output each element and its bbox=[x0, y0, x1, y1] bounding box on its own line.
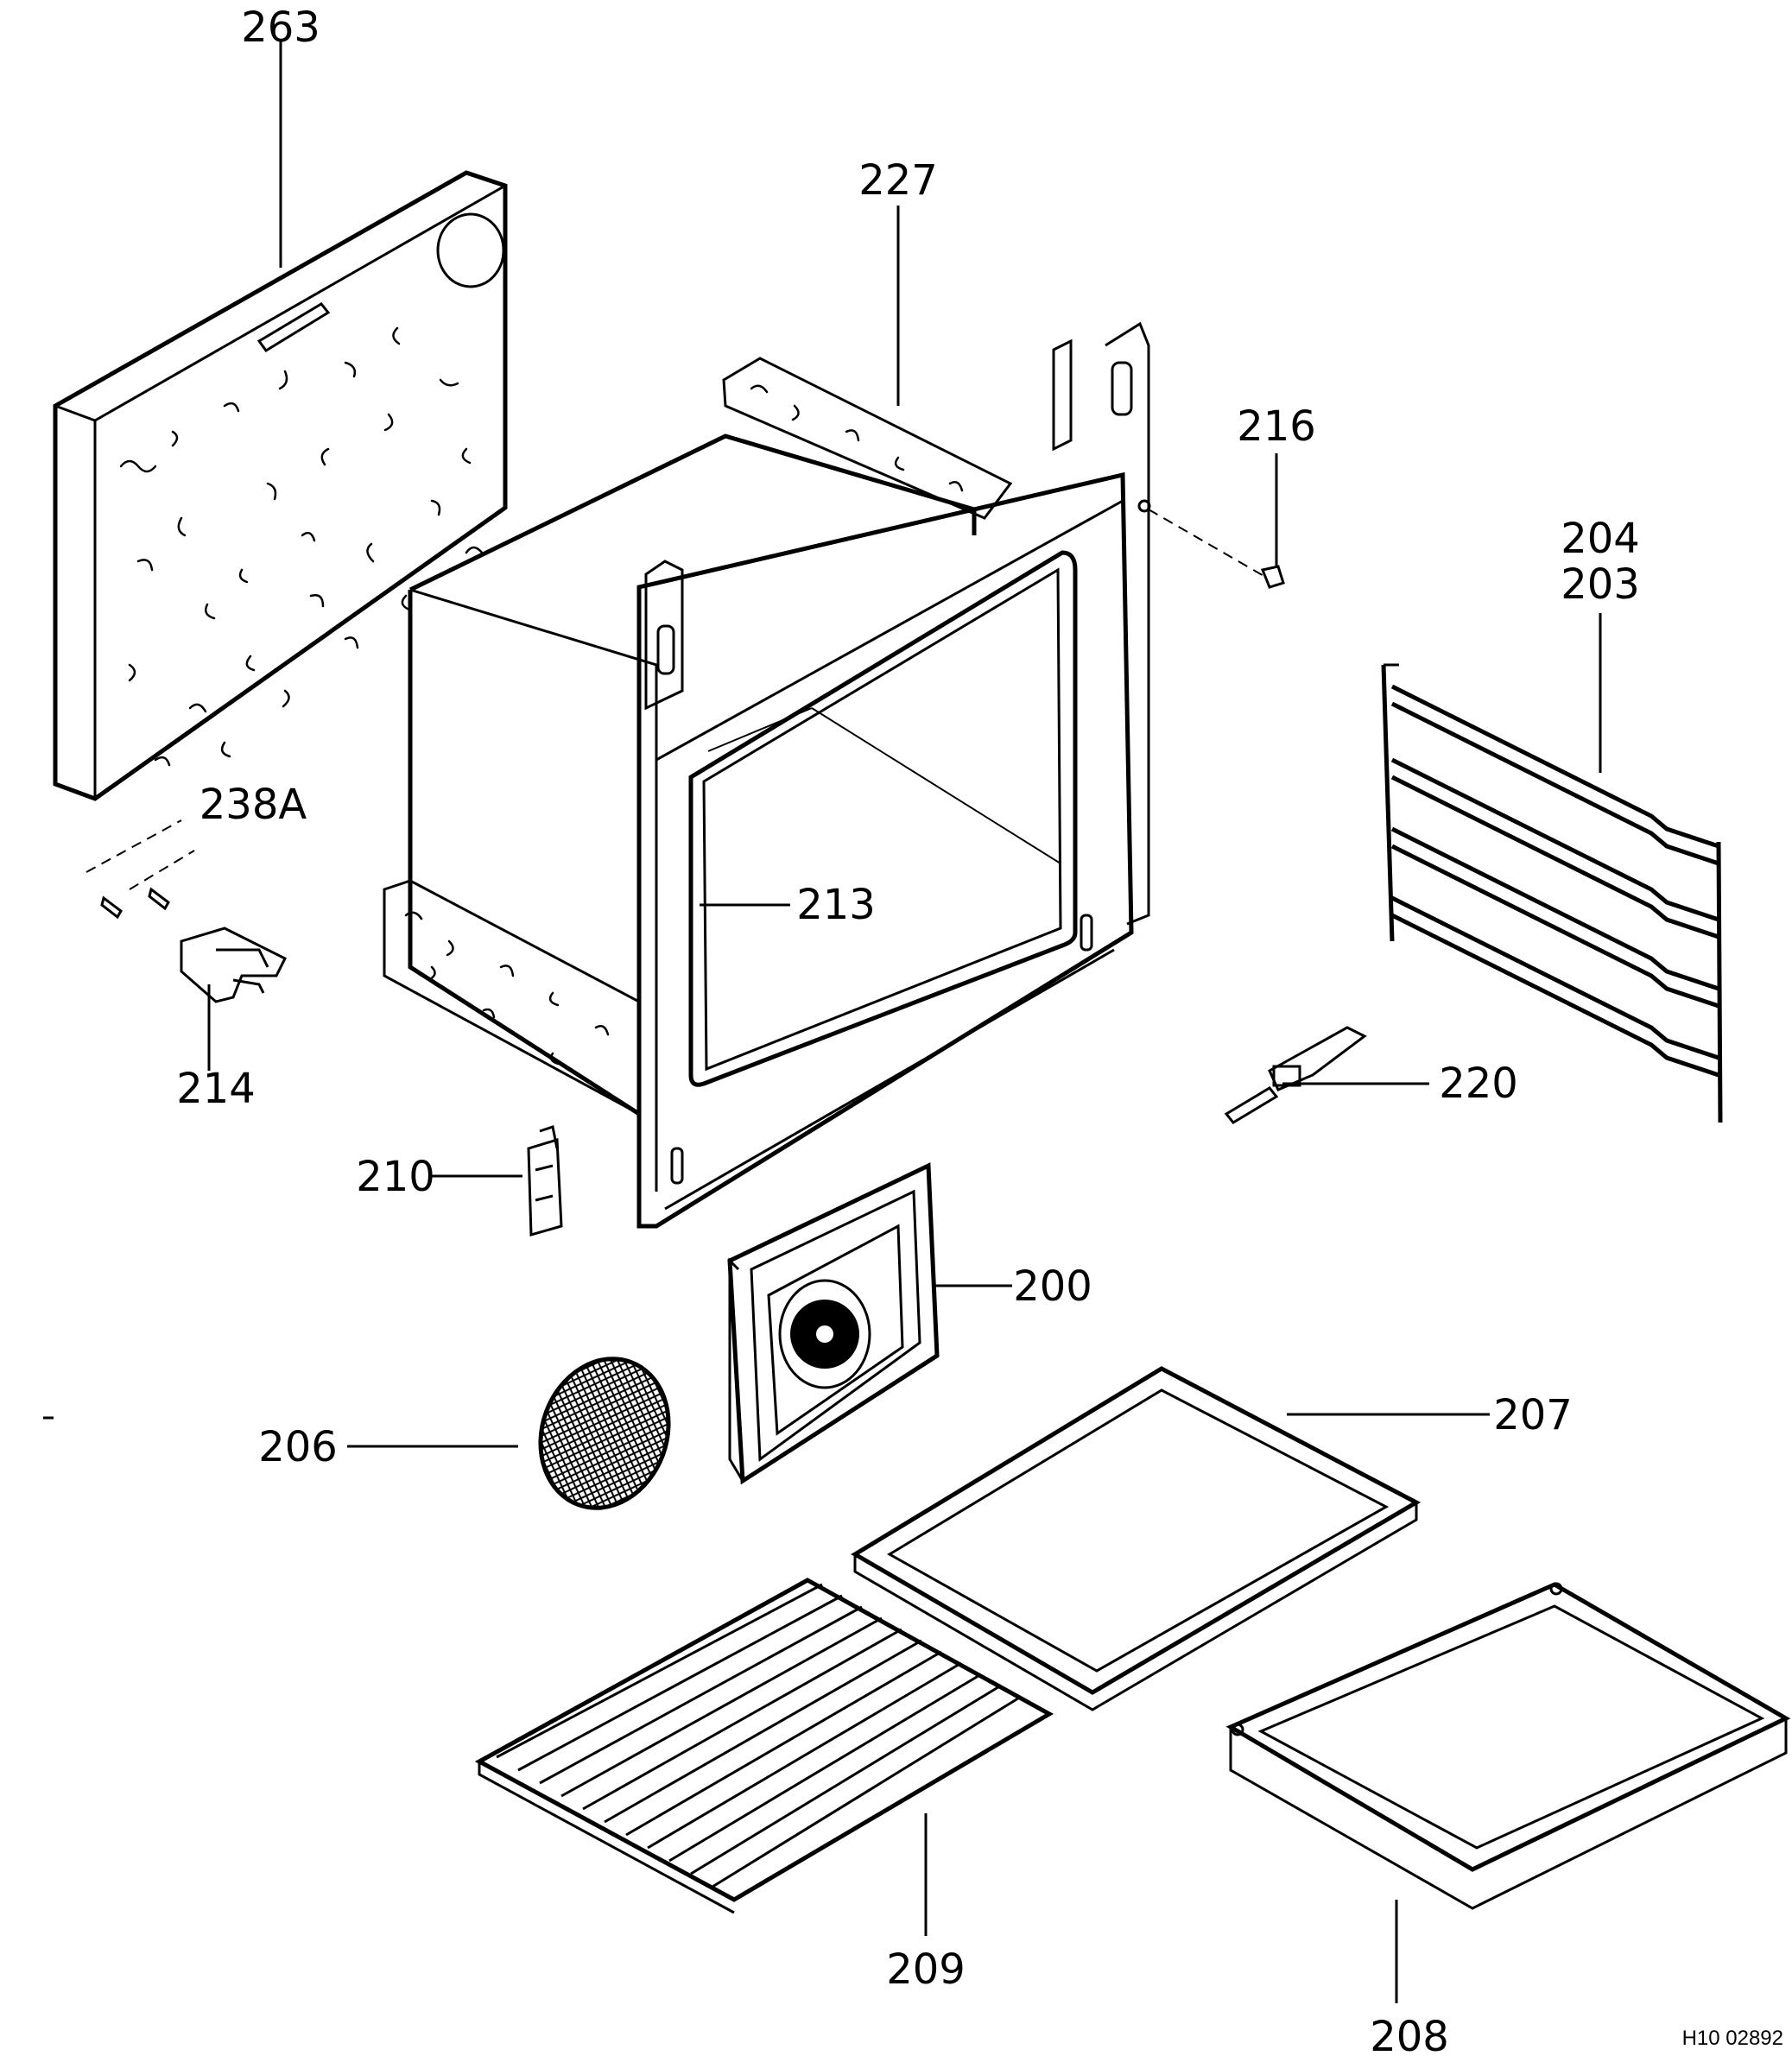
label-208: 208 bbox=[1370, 2013, 1449, 2061]
label-209: 209 bbox=[886, 1945, 966, 1994]
label-213: 213 bbox=[796, 881, 876, 929]
label-220: 220 bbox=[1439, 1059, 1518, 1108]
label-263: 263 bbox=[241, 3, 320, 52]
wire-shelf-209 bbox=[474, 1578, 1054, 1914]
label-210: 210 bbox=[356, 1153, 435, 1201]
deep-tray-208 bbox=[1225, 1582, 1791, 1910]
drawing-reference: H10 02892 bbox=[1682, 2027, 1783, 2050]
fixing-screws-238A bbox=[85, 819, 195, 920]
part-labels: 263 227 216 204 203 238A 213 214 220 210… bbox=[176, 3, 1783, 2061]
label-214: 214 bbox=[176, 1065, 256, 1113]
label-216: 216 bbox=[1237, 402, 1316, 451]
thermostat-sensor-220 bbox=[1224, 1026, 1367, 1124]
screw-216 bbox=[1137, 499, 1285, 589]
label-200: 200 bbox=[1013, 1262, 1092, 1311]
label-204: 204 bbox=[1561, 515, 1640, 563]
shelf-supports-204-203 bbox=[1381, 663, 1723, 1123]
fan-cover-panel-200 bbox=[727, 1162, 940, 1485]
label-206: 206 bbox=[258, 1423, 338, 1471]
door-switch-210 bbox=[527, 1125, 563, 1237]
oven-cavity-227 bbox=[383, 321, 1150, 1229]
label-238A: 238A bbox=[199, 781, 307, 829]
label-207: 207 bbox=[1493, 1391, 1573, 1439]
insulation-panel-263 bbox=[53, 170, 508, 801]
grease-filter-206 bbox=[538, 1357, 671, 1510]
label-227: 227 bbox=[858, 156, 938, 205]
leader-lines bbox=[207, 41, 1602, 2003]
lamp-holder-214 bbox=[180, 927, 288, 1003]
baking-tray-207 bbox=[851, 1366, 1422, 1711]
label-203: 203 bbox=[1561, 560, 1640, 609]
